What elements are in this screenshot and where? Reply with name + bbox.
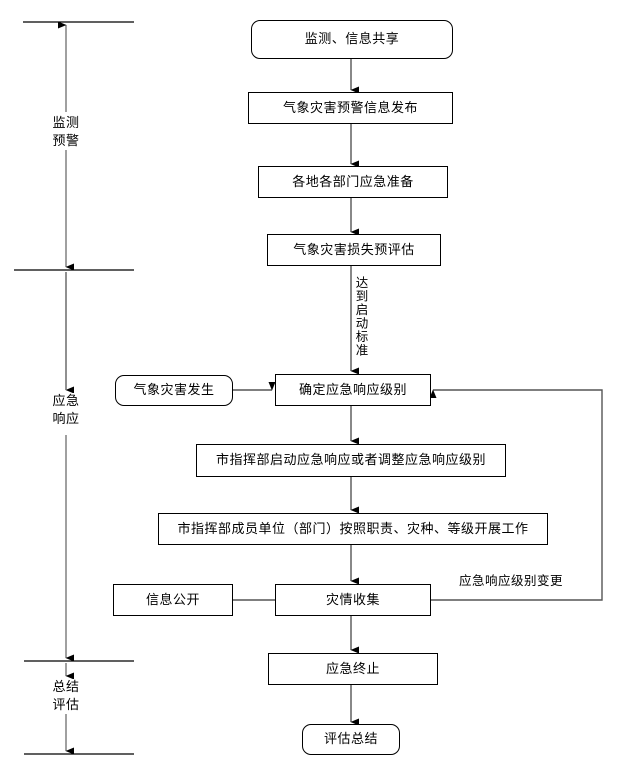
phase-axis-group <box>14 21 134 755</box>
node-label: 各地各部门应急准备 <box>292 174 414 190</box>
node-label: 应急终止 <box>325 661 380 677</box>
node-label: 气象灾害预警信息发布 <box>282 100 418 116</box>
node-label: 气象灾害损失预评估 <box>293 242 415 258</box>
phase-label-line1: 监测 <box>52 116 80 131</box>
node-loss-preassess[interactable]: 气象灾害损失预评估 <box>267 234 441 266</box>
node-label: 监测、信息共享 <box>304 32 400 47</box>
node-label: 气象灾害发生 <box>133 383 215 398</box>
node-member-units[interactable]: 市指挥部成员单位（部门）按照职责、灾种、等级开展工作 <box>158 513 548 545</box>
node-city-hq-start[interactable]: 市指挥部启动应急响应或者调整应急响应级别 <box>196 444 506 477</box>
node-dept-prepare[interactable]: 各地各部门应急准备 <box>258 166 448 198</box>
node-label: 信息公开 <box>145 592 200 608</box>
edge-label-trigger: 达到启动标准 <box>353 276 369 357</box>
node-assess-summary[interactable]: 评估总结 <box>302 724 400 755</box>
flow-arrow-group <box>190 59 603 726</box>
phase-label-line1: 应急 <box>52 394 80 409</box>
phase-label-summary: 总结 评估 <box>43 679 89 715</box>
node-emergency-end[interactable]: 应急终止 <box>268 653 438 685</box>
edge-label-level-change: 应急响应级别变更 <box>458 573 565 588</box>
phase-label-line2: 预警 <box>52 133 80 149</box>
node-warning-release[interactable]: 气象灾害预警信息发布 <box>248 92 453 124</box>
phase-label-line2: 评估 <box>52 697 80 713</box>
phase-label-monitoring: 监测 预警 <box>43 115 89 151</box>
node-info-public[interactable]: 信息公开 <box>113 584 233 616</box>
node-label: 市指挥部成员单位（部门）按照职责、灾种、等级开展工作 <box>177 521 529 537</box>
node-label: 市指挥部启动应急响应或者调整应急响应级别 <box>215 453 486 468</box>
node-disaster-collect[interactable]: 灾情收集 <box>275 584 431 616</box>
node-label: 评估总结 <box>323 732 378 747</box>
phase-label-line1: 总结 <box>52 680 80 695</box>
node-determine-level[interactable]: 确定应急响应级别 <box>275 374 431 406</box>
phase-label-line2: 响应 <box>52 411 80 427</box>
phase-label-response: 应急 响应 <box>43 393 89 429</box>
node-label: 灾情收集 <box>325 592 380 608</box>
node-label: 确定应急响应级别 <box>298 382 407 398</box>
edge-feedback-level-change <box>429 389 603 601</box>
node-monitor-share[interactable]: 监测、信息共享 <box>251 20 453 59</box>
node-disaster-occurs[interactable]: 气象灾害发生 <box>115 375 233 406</box>
